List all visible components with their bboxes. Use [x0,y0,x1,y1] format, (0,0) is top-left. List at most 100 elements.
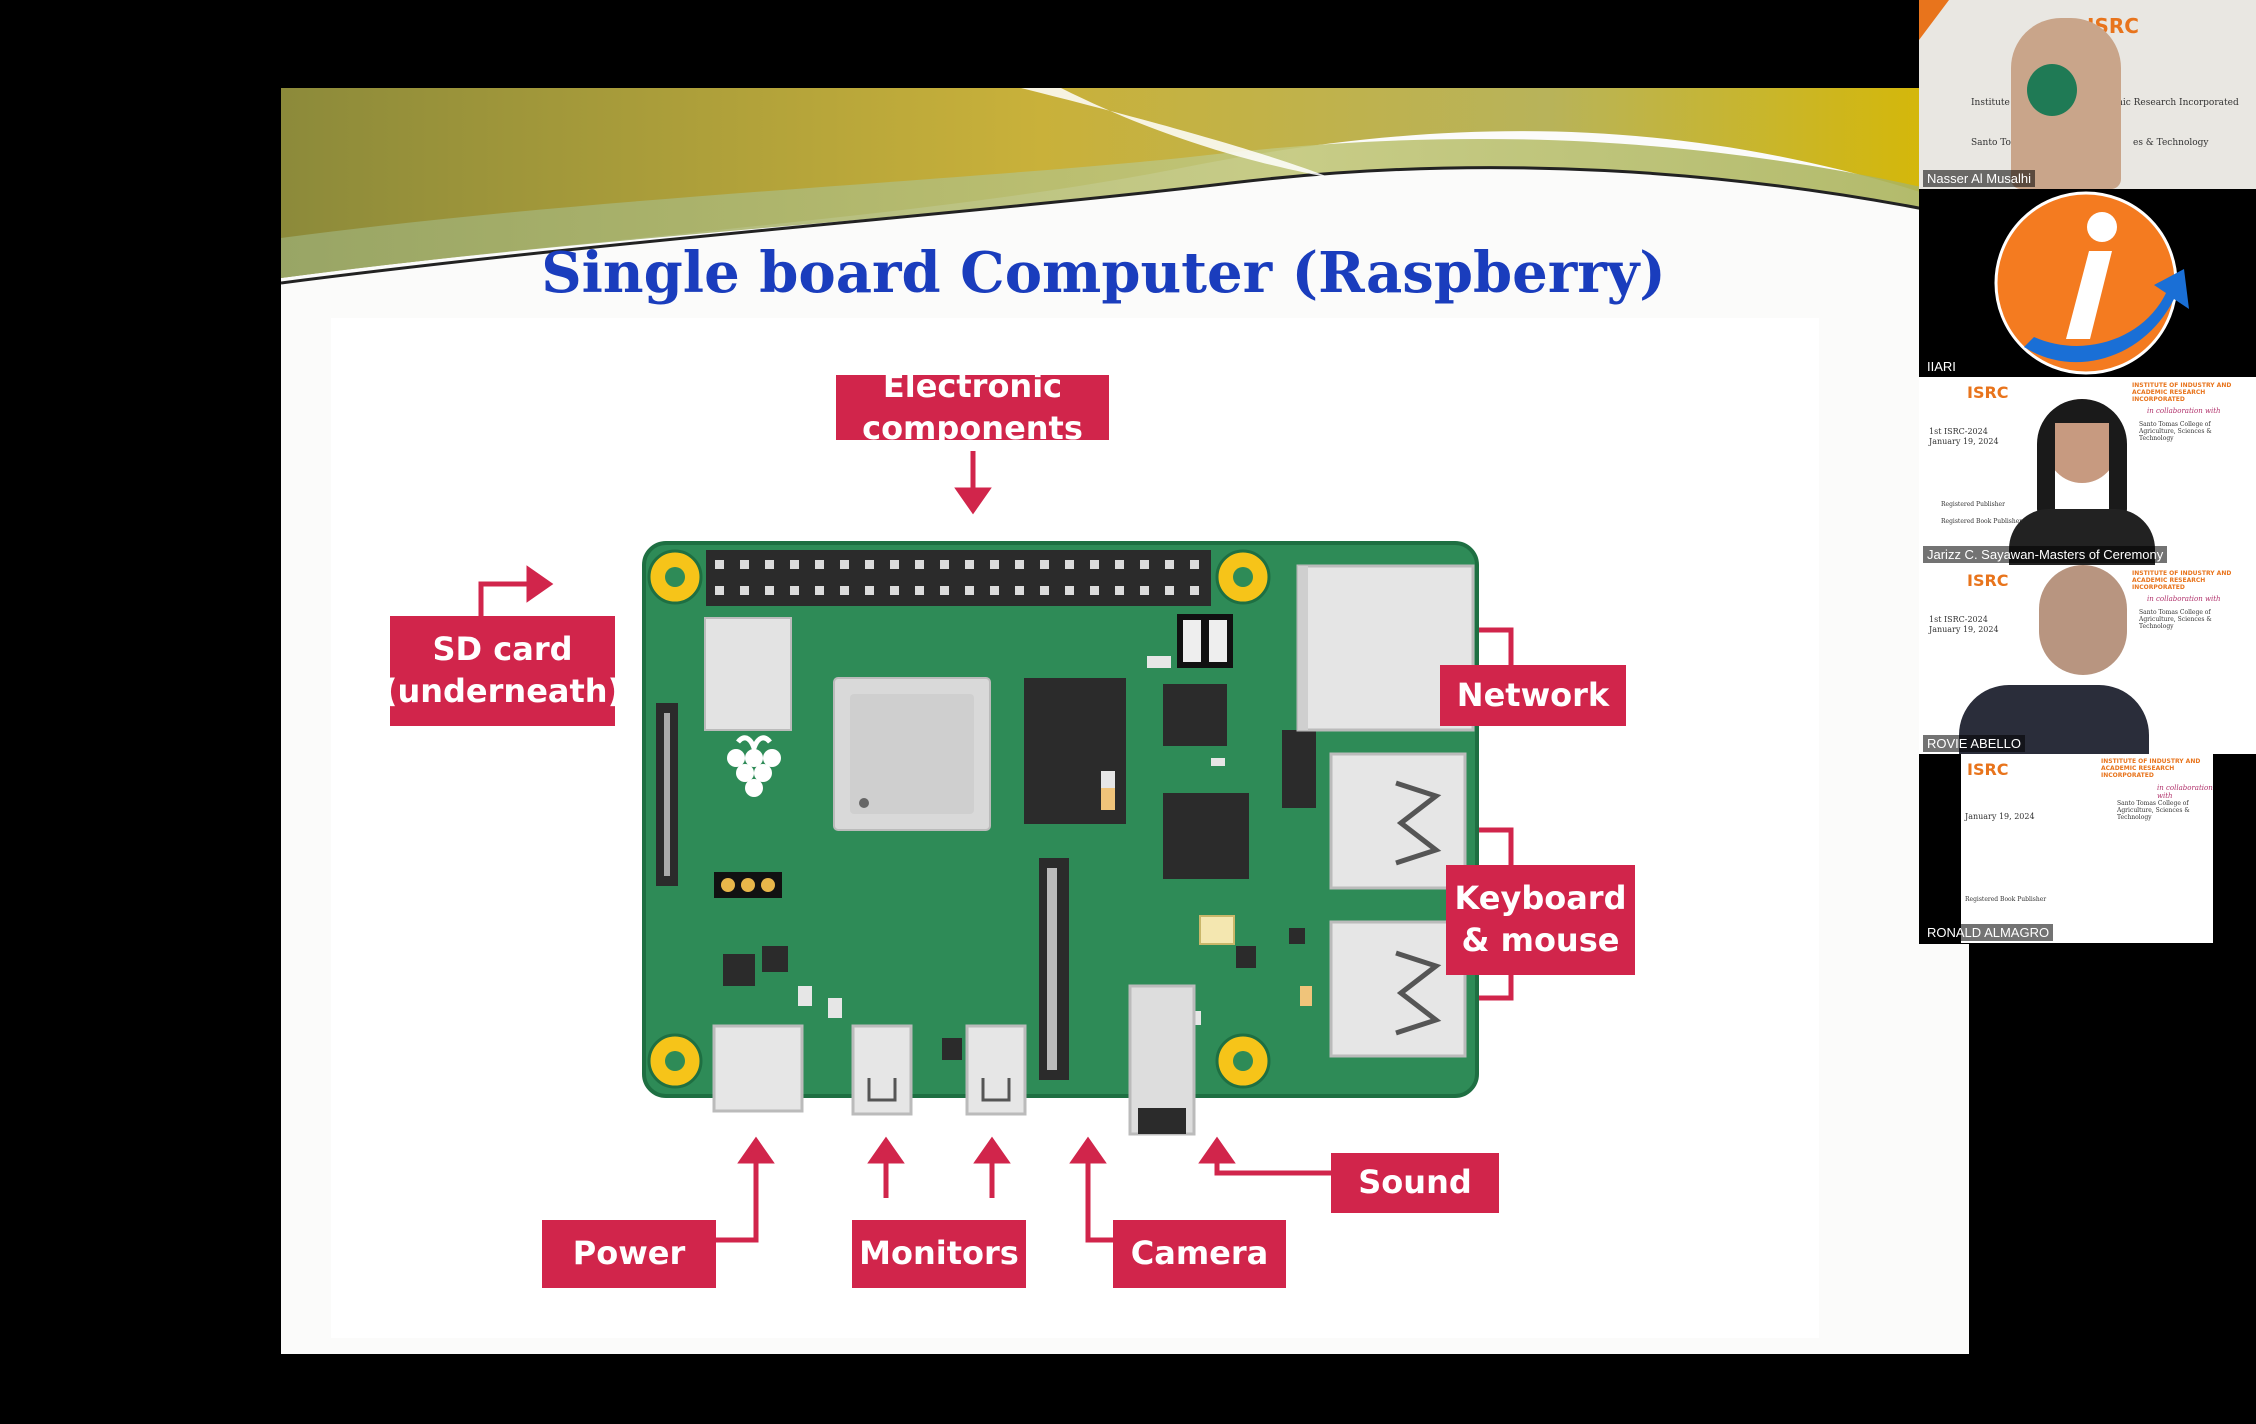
gpio-pin [865,560,874,569]
label-keyboard-mouse: Keyboard & mouse [1446,865,1635,975]
gpio-pin [765,586,774,595]
gpio-pin [740,560,749,569]
participant-name-1: Nasser Al Musalhi [1923,170,2036,187]
collab-text: in collaboration with [2147,595,2221,603]
participant-name-5: RONALD ALMAGRO [1923,924,2054,941]
gpio-pin [1040,586,1049,595]
iiari-heading-text: INSTITUTE OF INDUSTRY AND ACADEMIC RESEA… [2101,758,2201,779]
participant-tile-5[interactable]: ISRC January 19, 2024 Registered Book Pu… [1919,754,2256,943]
gpio-pin [890,560,899,569]
label-electronic-components: Electronic components [836,367,1109,447]
isrc-logo: ISRC [1967,571,2009,590]
gpio-pin [715,560,724,569]
label-sound-text: Sound [1358,1163,1472,1202]
event-text: 1st ISRC-2024 [1929,427,1988,436]
participant-tile-1[interactable]: ISRC Institute of I emic Research Incorp… [1919,0,2256,189]
gpio-pin [815,560,824,569]
participant-video-panel: ❐ ✕ ISRC Institute of I emic Research In… [1919,0,2256,944]
gpio-pin [1190,586,1199,595]
gpio-pin [940,560,949,569]
label-keyboard-line2: & mouse [1461,921,1620,959]
date-text: January 19, 2024 [1929,625,1999,634]
label-camera: Camera [1113,1220,1286,1288]
partner-text: Santo Tomas College of Agriculture, Scie… [2139,609,2212,630]
partner-text-left: Santo Tom [1971,138,2020,148]
label-sd-card: SD card (underneath) [383,616,622,726]
participant-name-4: ROVIE ABELLO [1923,735,2025,752]
slide-banner-decoration [281,88,1969,285]
gpio-pin [1015,586,1024,595]
raspberry-logo-icon [727,735,781,797]
gpio-pin [1115,586,1124,595]
gpio-pin [990,560,999,569]
shared-screen-thumbnail: ISRC January 19, 2024 Registered Book Pu… [1961,754,2213,943]
participant-video-person [2009,399,2155,565]
label-keyboard-line1: Keyboard [1454,879,1627,918]
gpio-pin [815,586,824,595]
gpio-pin [840,560,849,569]
partner-text: Santo Tomas College of Agriculture, Scie… [2139,421,2212,442]
registered-book-text: Registered Book Publisher [1965,896,2047,903]
gpio-pin [1140,586,1149,595]
iiari-heading-text: INSTITUTE OF INDUSTRY AND ACADEMIC RESEA… [2132,570,2232,591]
gpio-pin [865,586,874,595]
gpio-pin [965,560,974,569]
date-text: January 19, 2024 [1965,812,2035,821]
gpio-pin [990,586,999,595]
isrc-logo: ISRC [1967,383,2009,402]
gpio-pin [1190,560,1199,569]
gpio-pin [1015,560,1024,569]
gpio-pin [1140,560,1149,569]
event-text: 1st ISRC-2024 [1929,615,1988,624]
gpio-pin [765,560,774,569]
label-camera-text: Camera [1130,1234,1269,1273]
label-sd-card-line1: SD card [432,630,573,669]
gpio-pin [1165,560,1174,569]
label-monitors: Monitors [852,1220,1026,1288]
institute-text-right: emic Research Incorporated [2109,98,2239,108]
participant-name-2: IIARI [1923,358,1960,375]
label-network-text: Network [1456,675,1610,714]
gpio-pin [740,586,749,595]
gpio-pin [715,586,724,595]
partner-text: Santo Tomas College of Agriculture, Scie… [2117,800,2190,821]
participant-video-person [1959,565,2149,754]
gpio-pin [965,586,974,595]
iiari-logo-icon [1994,191,2189,375]
institute-text-left: Institute of I [1971,98,2028,108]
slide-title: Single board Computer (Raspberry) [541,240,1666,306]
label-power-text: Power [572,1234,686,1273]
gpio-pin [1040,560,1049,569]
participant-tile-3[interactable]: ISRC 1st ISRC-2024 January 19, 2024 Regi… [1919,377,2256,565]
shared-slide: Single board Computer (Raspberry) [281,88,1969,1354]
label-monitors-text: Monitors [859,1234,1019,1273]
gpio-pin [1090,560,1099,569]
gpio-pin [890,586,899,595]
participant-tile-4[interactable]: ISRC 1st ISRC-2024 January 19, 2024 INST… [1919,565,2256,754]
label-sd-card-line2: (underneath) [382,672,623,710]
gpio-pin [790,560,799,569]
gpio-pin [915,560,924,569]
isrc-logo: ISRC [1967,760,2009,779]
participant-name-3: Jarizz C. Sayawan-Masters of Ceremony [1923,546,2168,563]
participant-tile-2[interactable]: IIARI [1919,189,2256,377]
raspberry-pi-diagram: Electronic components Network SD card (u… [331,318,1819,1338]
gpio-pin [790,586,799,595]
gpio-pin [1165,586,1174,595]
iiari-heading-text: INSTITUTE OF INDUSTRY AND ACADEMIC RESEA… [2132,382,2232,403]
gpio-pin [940,586,949,595]
registered-publisher-text: Registered Publisher [1941,501,2005,508]
gpio-pin [1115,560,1124,569]
gpio-pin [840,586,849,595]
label-sound: Sound [1331,1153,1499,1213]
gpio-pin [1065,586,1074,595]
collab-text: in collaboration with [2157,784,2213,800]
label-network: Network [1440,665,1626,726]
registered-book-text: Registered Book Publisher [1941,518,2023,525]
label-power: Power [542,1220,716,1288]
date-text: January 19, 2024 [1929,437,1999,446]
gpio-pin [1065,560,1074,569]
gpio-pin [915,586,924,595]
partner-text-right: es & Technology [2133,138,2209,148]
collab-text: in collaboration with [2147,407,2221,415]
